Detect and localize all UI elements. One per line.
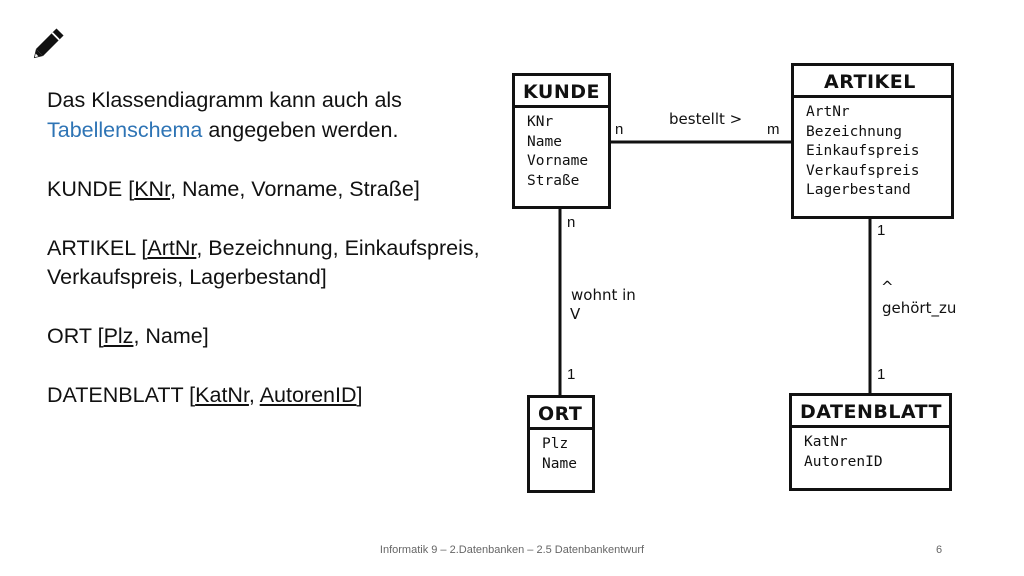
cardinality-artikel-gehoert: 1 <box>877 222 886 239</box>
entity-title: ARTIKEL <box>794 66 951 98</box>
primary-key-knr: KNr <box>134 176 171 201</box>
entity-artikel: ARTIKEL ArtNr Bezeichnung Einkaufspreis … <box>791 63 954 219</box>
cardinality-kunde-wohnt: n <box>567 214 576 231</box>
entity-title: DATENBLATT <box>792 396 949 428</box>
primary-key-katnr: KatNr <box>195 383 249 407</box>
attribute: KatNr <box>804 434 848 450</box>
schema-artikel: ARTIKEL [ArtNr, Bezeichnung, Einkaufspre… <box>47 235 480 260</box>
attribute: Einkaufspreis <box>806 143 920 159</box>
intro-line-2: Tabellenschema angegeben werden. <box>47 117 399 142</box>
attribute: Verkaufspreis <box>806 162 920 179</box>
attribute: Name <box>542 455 577 472</box>
pencil-icon <box>33 28 64 59</box>
schema-text-block: Das Klassendiagramm kann auch als Tabell… <box>47 86 517 411</box>
primary-key-plz: Plz <box>103 324 134 348</box>
entity-title: KUNDE <box>515 76 608 108</box>
cardinality-datenblatt-gehoert: 1 <box>877 366 886 383</box>
entity-ort: ORT Plz Name <box>527 395 595 493</box>
schema-artikel-cont: Verkaufspreis, Lagerbestand] <box>47 265 327 289</box>
relation-label-gehoert-zu: gehört_zu <box>882 299 957 317</box>
attribute: KNr <box>527 114 554 130</box>
cardinality-ort-wohnt: 1 <box>567 366 576 383</box>
attribute: Bezeichnung <box>806 123 903 140</box>
schema-kunde: KUNDE [KNr, Name, Vorname, Straße] <box>47 176 420 201</box>
relation-label-bestellt: bestellt > <box>669 110 743 128</box>
primary-key-artnr: ArtNr <box>147 235 197 260</box>
cardinality-artikel-bestellt: m <box>767 121 780 138</box>
relation-direction-gehoert-zu: ^ <box>881 278 894 296</box>
attribute: Lagerbestand <box>806 182 911 198</box>
intro-line-1: Das Klassendiagramm kann auch als <box>47 88 402 112</box>
attribute: Plz <box>542 436 569 452</box>
attribute: Name <box>527 133 562 150</box>
tabellenschema-term: Tabellenschema <box>47 117 203 142</box>
attribute: Straße <box>527 172 580 189</box>
page-number: 6 <box>936 544 943 556</box>
entity-attributes: ArtNr Bezeichnung Einkaufspreis Verkaufs… <box>794 98 951 201</box>
relation-label-wohnt-in: wohnt in <box>571 286 636 304</box>
entity-kunde: KUNDE KNr Name Vorname Straße <box>512 73 611 209</box>
schema-ort: ORT [Plz, Name] <box>47 324 209 348</box>
entity-attributes: KNr Name Vorname Straße <box>515 108 608 191</box>
attribute: Vorname <box>527 153 589 169</box>
attribute: ArtNr <box>806 104 850 120</box>
entity-attributes: Plz Name <box>530 430 592 474</box>
cardinality-kunde-bestellt: n <box>615 121 624 138</box>
schema-datenblatt: DATENBLATT [KatNr, AutorenID] <box>47 383 363 407</box>
footer-text: Informatik 9 – 2.Datenbanken – 2.5 Daten… <box>379 544 645 556</box>
entity-datenblatt: DATENBLATT KatNr AutorenID <box>789 393 952 491</box>
entity-attributes: KatNr AutorenID <box>792 428 949 472</box>
entity-title: ORT <box>530 398 592 430</box>
relation-direction-wohnt-in: V <box>570 305 581 323</box>
primary-key-autorenid: AutorenID <box>259 383 357 407</box>
attribute: AutorenID <box>804 453 883 470</box>
